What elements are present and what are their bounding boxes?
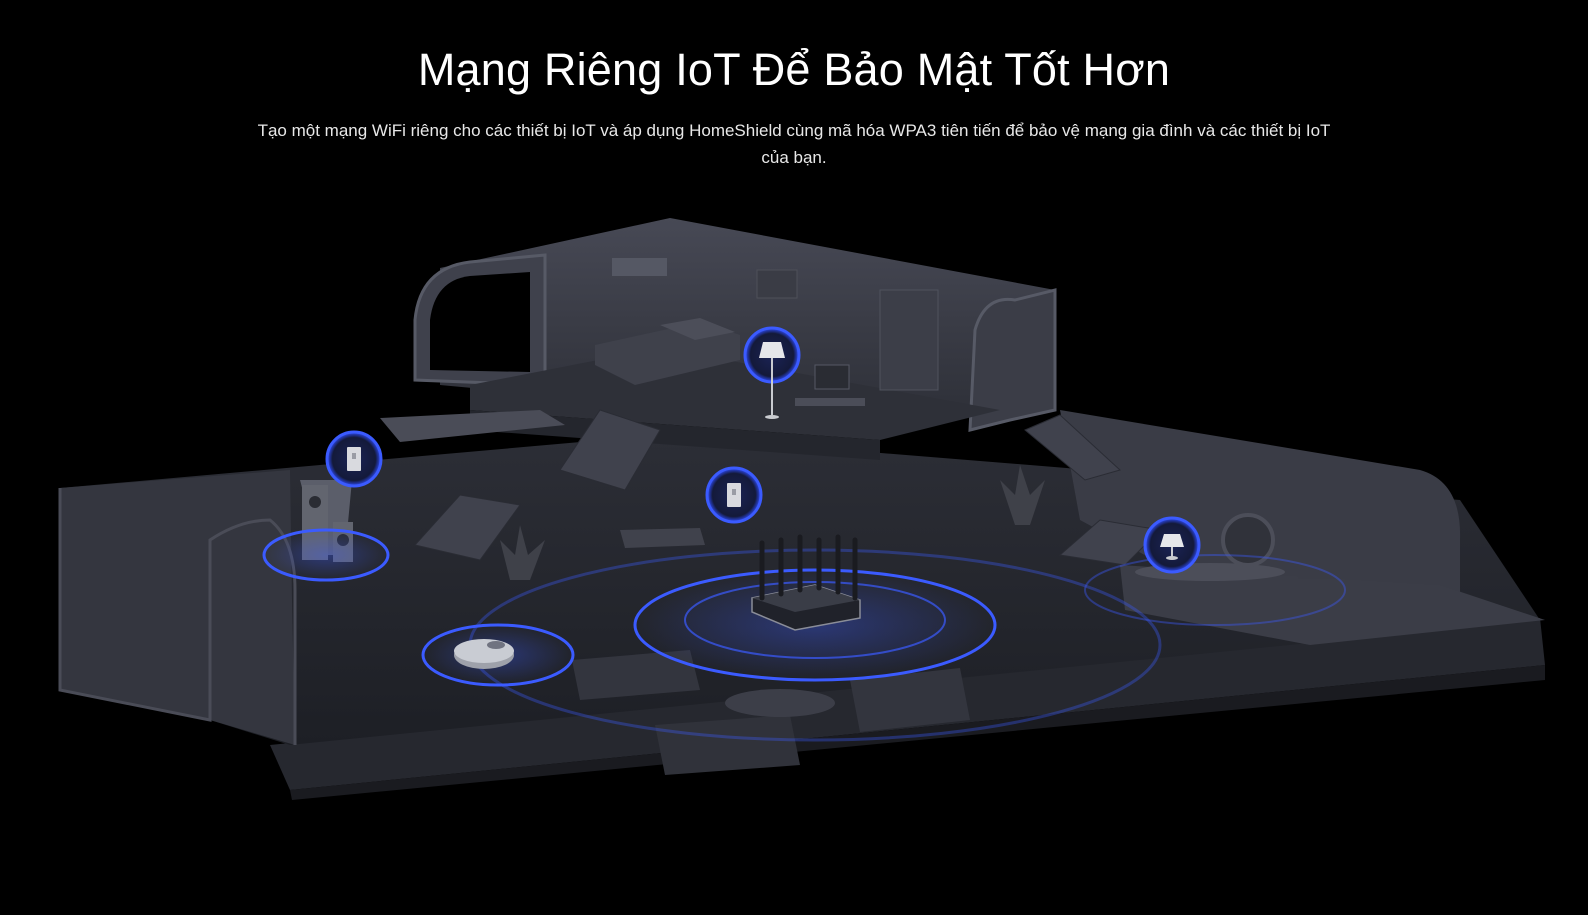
robot-vacuum-icon [454, 639, 514, 669]
light-switch-icon [705, 466, 763, 524]
upper-floor [380, 218, 1057, 460]
section-description: Tạo một mạng WiFi riêng cho các thiết bị… [257, 121, 1331, 167]
floor-lamp-icon [743, 326, 801, 419]
router-icon [751, 534, 861, 631]
table-lamp-icon [1143, 516, 1201, 574]
staircases [414, 409, 1162, 566]
plant-decor [500, 465, 1045, 580]
light-switch-icon [325, 430, 383, 488]
section-title: Mạng Riêng IoT Để Bảo Mật Tốt Hơn [417, 44, 1171, 95]
house-illustration [58, 218, 1545, 800]
